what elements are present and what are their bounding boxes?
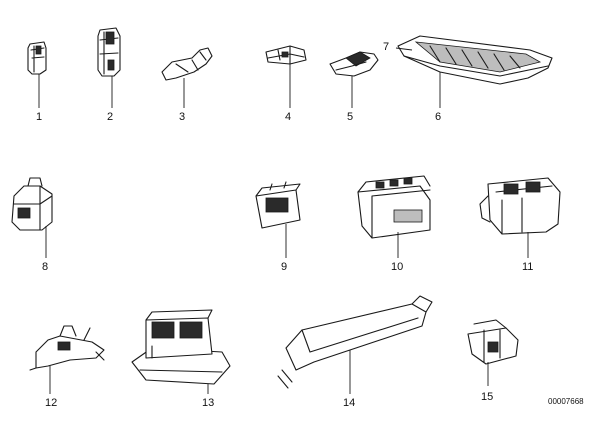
part-4-small-housing[interactable] xyxy=(265,45,307,108)
part-13-relay-socket[interactable] xyxy=(131,309,231,394)
callout-1: 1 xyxy=(36,111,42,123)
callout-12: 12 xyxy=(45,397,57,409)
callout-13: 13 xyxy=(202,397,214,409)
callout-15: 15 xyxy=(481,391,493,403)
callout-6: 6 xyxy=(435,111,441,123)
callout-2: 2 xyxy=(107,111,113,123)
callout-10: 10 xyxy=(391,261,403,273)
part-10-large-housing[interactable] xyxy=(357,175,431,258)
callout-5: 5 xyxy=(347,111,353,123)
callout-3: 3 xyxy=(179,111,185,123)
part-8-latched-housing[interactable] xyxy=(11,177,53,258)
callout-9: 9 xyxy=(281,261,287,273)
callout-4: 4 xyxy=(285,111,291,123)
part-15-cap[interactable] xyxy=(467,319,519,386)
callout-11: 11 xyxy=(522,261,533,273)
part-14-inline-boot[interactable] xyxy=(277,295,433,394)
part-11-socket-housing[interactable] xyxy=(479,177,561,258)
part-9-rect-housing[interactable] xyxy=(255,181,301,258)
callout-14: 14 xyxy=(343,397,355,409)
callout-8: 8 xyxy=(42,261,48,273)
part-12-bracket-holder[interactable] xyxy=(29,325,105,394)
drawing-number: 00007668 xyxy=(548,397,584,406)
callout-7: 7 xyxy=(383,41,389,53)
part-6-multipin-connector[interactable] xyxy=(395,35,553,108)
part-5-boot-cover[interactable] xyxy=(329,51,379,108)
part-3-flat-terminal[interactable] xyxy=(161,47,213,108)
part-2-round-plug-sleeve[interactable] xyxy=(97,27,121,108)
part-1-round-plug[interactable] xyxy=(27,41,47,108)
